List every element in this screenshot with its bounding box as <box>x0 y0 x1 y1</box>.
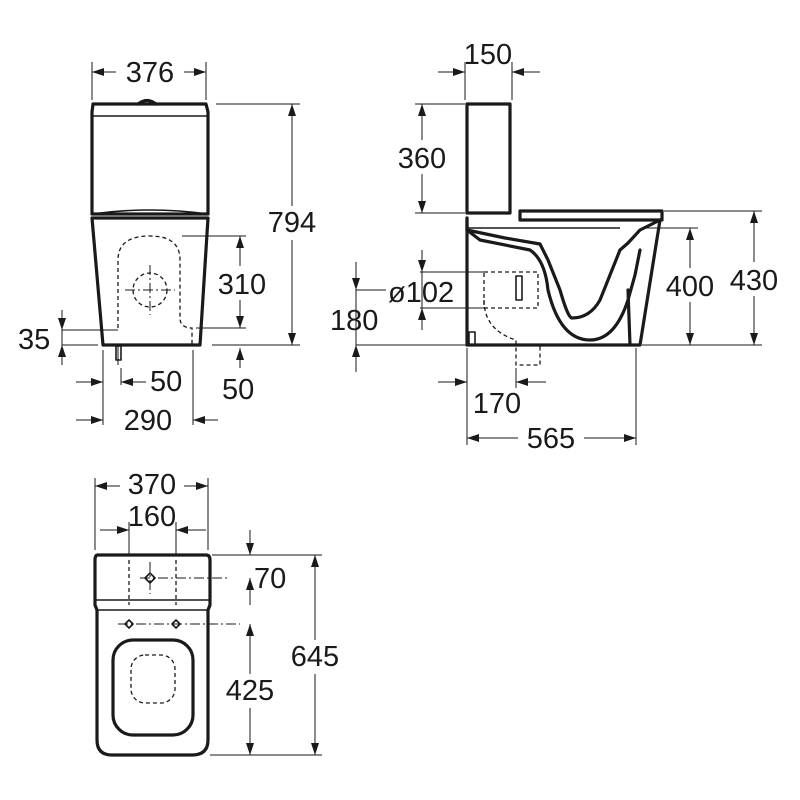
side-view-outline <box>465 102 664 366</box>
dimension-depth-565: 565 <box>467 348 637 455</box>
dimension-width-370: 370 <box>94 468 209 550</box>
dimension-offset-50-left: 50 <box>120 366 182 398</box>
dim-label-376: 376 <box>126 57 174 89</box>
top-view-outline <box>93 553 240 757</box>
dim-label-430: 430 <box>730 265 778 297</box>
dim-label-70: 70 <box>254 563 286 595</box>
dimension-offset-170: 170 <box>438 348 546 445</box>
dim-label-360: 360 <box>398 143 446 175</box>
dim-label-645: 645 <box>291 641 339 673</box>
dimension-height-360: 360 <box>392 103 465 214</box>
dim-label-170: 170 <box>473 388 521 420</box>
dimension-spacing-160: 160 <box>100 501 206 555</box>
dimension-height-310: 310 <box>182 235 270 329</box>
dim-label-150: 150 <box>464 39 512 71</box>
dimension-height-35: 35 <box>18 310 98 365</box>
dim-label-35: 35 <box>18 324 50 356</box>
dimension-depth-645: 645 <box>210 554 348 756</box>
dim-label-290: 290 <box>124 405 172 437</box>
dimension-offset-70: 70 <box>212 530 286 605</box>
dimension-height-180: 180 <box>330 262 466 372</box>
dim-label-50-left: 50 <box>150 366 182 398</box>
front-view-outline <box>90 98 210 365</box>
dim-label-794: 794 <box>268 207 316 239</box>
dimension-width-376: 376 <box>91 56 207 100</box>
dim-label-425: 425 <box>226 675 274 707</box>
dim-label-370: 370 <box>128 469 176 501</box>
dim-label-50-right: 50 <box>222 374 254 406</box>
dim-label-310: 310 <box>218 269 266 301</box>
top-view: 370 160 70 645 425 <box>93 468 348 757</box>
dimension-height-794: 794 <box>212 103 322 346</box>
front-view: 376 794 310 35 50 <box>18 56 322 437</box>
dimension-height-400: 400 <box>642 227 720 346</box>
dim-label-180: 180 <box>330 305 378 337</box>
dim-label-565: 565 <box>527 423 575 455</box>
dimension-depth-425: 425 <box>210 624 282 756</box>
dim-label-400: 400 <box>666 271 714 303</box>
dimension-offset-50-right: 50 <box>222 348 254 406</box>
side-view: 150 360 ø102 180 400 <box>330 39 784 455</box>
dim-label-160: 160 <box>128 501 176 533</box>
dimension-width-290: 290 <box>76 350 218 437</box>
dimension-diameter-102: ø102 <box>388 250 484 330</box>
dimension-height-430: 430 <box>664 210 784 346</box>
dimension-depth-150: 150 <box>438 39 540 100</box>
dim-label-diameter-102: ø102 <box>388 277 454 309</box>
